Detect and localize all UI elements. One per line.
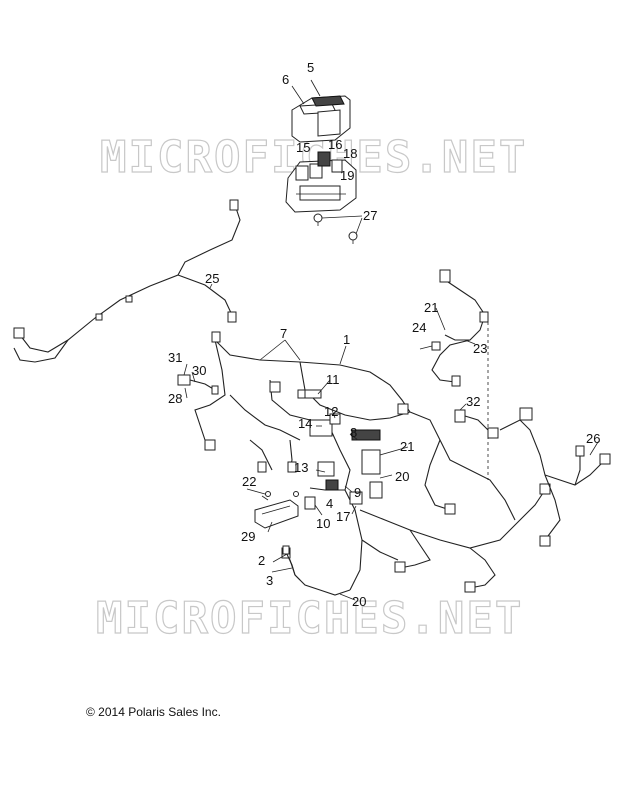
- leader-lines: [183, 79, 599, 601]
- callout-16: 16: [328, 137, 342, 152]
- callout-26: 26: [586, 431, 600, 446]
- callout-17: 17: [336, 509, 350, 524]
- harness-26: [499, 407, 611, 547]
- harness-23: [431, 269, 489, 480]
- harness-25: [13, 199, 241, 363]
- callout-19: 19: [340, 168, 354, 183]
- connector-32: [454, 409, 499, 439]
- callout-23: 23: [473, 341, 487, 356]
- callout-27: 27: [363, 208, 377, 223]
- callout-15: 15: [296, 140, 310, 155]
- callout-1: 1: [343, 332, 350, 347]
- callout-20a: 20: [395, 469, 409, 484]
- callout-21b: 21: [400, 439, 414, 454]
- callout-29: 29: [241, 529, 255, 544]
- module-29: [254, 491, 299, 529]
- callout-5: 5: [307, 60, 314, 75]
- callout-3: 3: [266, 573, 273, 588]
- push-pins: [313, 213, 363, 244]
- callout-31: 31: [168, 350, 182, 365]
- callout-24: 24: [412, 320, 426, 335]
- callout-21a: 21: [424, 300, 438, 315]
- callout-2: 2: [258, 553, 265, 568]
- callout-25: 25: [205, 271, 219, 286]
- callout-22: 22: [242, 474, 256, 489]
- callout-4: 4: [326, 496, 333, 511]
- callout-32: 32: [466, 394, 480, 409]
- connector-11: [304, 389, 322, 399]
- callout-8: 8: [350, 425, 357, 440]
- harness-20: [281, 411, 551, 596]
- harness-2-3: [282, 545, 301, 581]
- callout-11: 11: [326, 372, 340, 387]
- callout-14: 14: [298, 416, 312, 431]
- callout-10: 10: [316, 516, 330, 531]
- fuse-box-cover: [291, 95, 351, 143]
- callout-28: 28: [168, 391, 182, 406]
- fuse-box: [285, 151, 357, 213]
- callout-9: 9: [354, 485, 361, 500]
- callout-7: 7: [280, 326, 287, 341]
- callout-12: 12: [324, 404, 338, 419]
- callout-20b: 20: [352, 594, 366, 609]
- callout-6: 6: [282, 72, 289, 87]
- callout-labels: 5 6 15 16 18 19 27 25 7 1 21 24 23 31 30…: [168, 60, 600, 609]
- watermark-bottom: MICROFICHES.NET: [96, 593, 523, 644]
- callout-13: 13: [294, 460, 308, 475]
- callout-18: 18: [343, 146, 357, 161]
- callout-30: 30: [192, 363, 206, 378]
- copyright-text: © 2014 Polaris Sales Inc.: [86, 705, 221, 719]
